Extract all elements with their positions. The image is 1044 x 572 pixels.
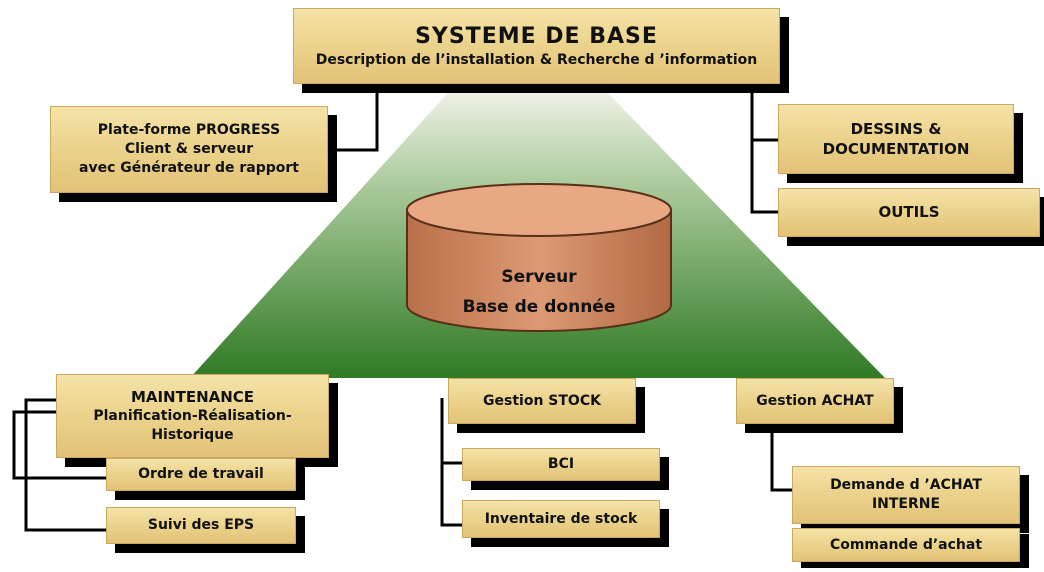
- gestion-achat-box: Gestion ACHAT: [736, 378, 894, 424]
- demande-achat-box: Demande d ’ACHAT INTERNE: [792, 466, 1020, 524]
- plateforme-line-2: Client & serveur: [124, 141, 254, 158]
- ordre-de-travail-box: Ordre de travail: [106, 458, 296, 491]
- outils-label: OUTILS: [878, 203, 940, 222]
- stock-title: Gestion STOCK: [483, 392, 601, 409]
- maintenance-line-2: Planification-Réalisation-: [93, 408, 292, 425]
- systeme-de-base-box: SYSTEME DE BASE Description de l’install…: [293, 8, 780, 84]
- dessins-line-2: DOCUMENTATION: [822, 140, 970, 158]
- outils-box: OUTILS: [778, 188, 1040, 237]
- connector-systeme-dessins: [750, 85, 778, 214]
- suivi-label: Suivi des EPS: [147, 517, 255, 534]
- inventaire-label: Inventaire de stock: [484, 510, 638, 527]
- inventaire-stock-box: Inventaire de stock: [462, 500, 660, 538]
- achat-title: Gestion ACHAT: [756, 392, 874, 409]
- maintenance-line-1: MAINTENANCE: [130, 387, 255, 406]
- connector-stock: [440, 398, 462, 527]
- maintenance-line-3: Historique: [151, 427, 234, 444]
- systeme-title: SYSTEME DE BASE: [415, 23, 658, 49]
- connector-maintenance-outer: [24, 398, 106, 532]
- maintenance-box: MAINTENANCE Planification-Réalisation- H…: [56, 374, 329, 458]
- dessins-line-1: DESSINS &: [850, 119, 942, 138]
- commande-label: Commande d’achat: [829, 536, 983, 553]
- demande-line-2: INTERNE: [871, 496, 941, 512]
- commande-achat-box: Commande d’achat: [792, 528, 1020, 562]
- connector-lines: [12, 85, 792, 532]
- gestion-stock-box: Gestion STOCK: [448, 378, 636, 424]
- connector-achat: [770, 420, 792, 492]
- systeme-subtitle: Description de l’installation & Recherch…: [315, 52, 758, 69]
- bci-box: BCI: [462, 448, 660, 481]
- demande-line-1: Demande d ’ACHAT: [830, 477, 982, 494]
- dessins-documentation-box: DESSINS & DOCUMENTATION: [778, 104, 1014, 174]
- plateforme-line-1: Plate-forme PROGRESS: [97, 122, 281, 139]
- server-label-2: Base de donnée: [463, 297, 616, 317]
- suivi-eps-box: Suivi des EPS: [106, 507, 296, 544]
- plateforme-progress-box: Plate-forme PROGRESS Client & serveur av…: [50, 106, 328, 193]
- bci-label: BCI: [547, 456, 575, 473]
- database-cylinder-icon: Serveur Base de donnée: [406, 183, 672, 332]
- ordre-label: Ordre de travail: [138, 466, 264, 483]
- plateforme-line-3: avec Générateur de rapport: [79, 159, 299, 176]
- server-label-1: Serveur: [501, 267, 577, 287]
- connector-systeme-plateforme: [328, 85, 379, 152]
- connector-maintenance-inner: [12, 410, 106, 480]
